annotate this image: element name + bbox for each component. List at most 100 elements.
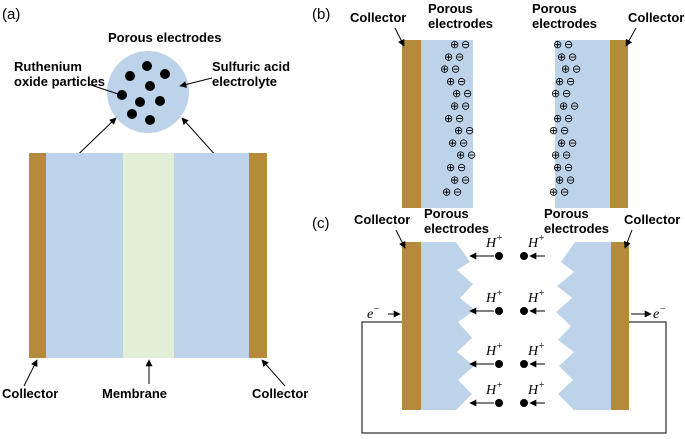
collector-left-c <box>402 242 421 410</box>
minus-circle-icon: ⊖ <box>459 137 468 149</box>
minus-circle-icon: ⊖ <box>461 39 470 51</box>
minus-circle-icon: ⊖ <box>457 76 466 88</box>
plus-circle-icon: ⊕ <box>454 125 463 137</box>
plus-circle-icon: ⊕ <box>450 174 459 186</box>
porous-right-label-c-line2: electrodes <box>544 221 609 236</box>
ion-dot <box>495 399 503 407</box>
collector-right-label-c: Collector <box>624 212 680 227</box>
minus-circle-icon: ⊖ <box>572 64 581 76</box>
ion-dot <box>495 252 503 260</box>
electrode-right-c <box>556 242 611 410</box>
plus-circle-icon: ⊕ <box>553 39 562 51</box>
minus-circle-icon: ⊖ <box>562 88 571 100</box>
minus-circle-icon: ⊖ <box>467 150 476 162</box>
collector-right-b <box>610 40 628 208</box>
collector-right-pointer-b <box>625 27 637 47</box>
minus-circle-icon: ⊖ <box>566 76 575 88</box>
membrane-label: Membrane <box>102 386 167 401</box>
cell-electrolyte-left <box>46 153 123 358</box>
hydrogen-ion-label: H+ <box>485 288 503 306</box>
collector-left-pointer <box>23 359 38 387</box>
hydrogen-ion-label: H+ <box>485 233 503 251</box>
porous-left-label-c-line2: electrodes <box>424 221 489 236</box>
minus-circle-icon: ⊖ <box>566 174 575 186</box>
collector-left-b <box>402 40 421 208</box>
ion-dot <box>495 307 503 315</box>
plus-circle-icon: ⊕ <box>559 101 568 113</box>
charge-pairs-right: ⊕⊖⊕⊖⊕⊖⊕⊖⊕⊖⊕⊖⊕⊖⊕⊖⊕⊖⊕⊖⊕⊖⊕⊖⊕⊖ <box>549 39 581 199</box>
minus-circle-icon: ⊖ <box>568 137 577 149</box>
particle-dot <box>135 97 145 107</box>
electrode-right-b <box>555 40 610 208</box>
plus-circle-icon: ⊕ <box>440 64 449 76</box>
collector-right-label-b: Collector <box>628 10 684 25</box>
collector-left-label-b: Collector <box>350 10 406 25</box>
porous-left-label-b-line2: electrodes <box>428 16 493 31</box>
plus-circle-icon: ⊕ <box>555 174 564 186</box>
minus-circle-icon: ⊖ <box>560 125 569 137</box>
panel-a: (a) Porous electrodes Ruthenium oxide pa… <box>2 6 308 401</box>
electron-right-label: e− <box>653 304 666 322</box>
minus-circle-icon: ⊖ <box>457 162 466 174</box>
plus-circle-icon: ⊕ <box>450 39 459 51</box>
minus-circle-icon: ⊖ <box>568 51 577 63</box>
porous-right-label-c-line1: Porous <box>544 206 589 221</box>
plus-circle-icon: ⊕ <box>553 113 562 125</box>
minus-circle-icon: ⊖ <box>564 39 573 51</box>
minus-circle-icon: ⊖ <box>463 88 472 100</box>
minus-circle-icon: ⊖ <box>455 51 464 63</box>
porous-right-label-b-line1: Porous <box>532 1 577 16</box>
collector-left-a <box>29 153 46 358</box>
ruthenium-label-line1: Ruthenium <box>14 59 82 74</box>
collector-right-c <box>611 242 629 410</box>
collector-right-label-a: Collector <box>252 386 308 401</box>
plus-circle-icon: ⊕ <box>551 150 560 162</box>
electron-left-label: e− <box>367 304 380 322</box>
hydrogen-ion-label: H+ <box>527 341 545 359</box>
particle-dot <box>155 96 165 106</box>
electrolyte-pointer-arrow <box>179 77 213 88</box>
electrolyte-label-line1: Sulfuric acid <box>212 59 290 74</box>
membrane <box>123 153 174 358</box>
hydrogen-ion-label: H+ <box>527 380 545 398</box>
hydrogen-ion-label: H+ <box>485 380 503 398</box>
minus-circle-icon: ⊖ <box>451 64 460 76</box>
plus-circle-icon: ⊕ <box>549 187 558 199</box>
particle-dot <box>127 109 137 119</box>
minus-circle-icon: ⊖ <box>461 101 470 113</box>
ruthenium-label-line2: oxide particles <box>14 74 105 89</box>
minus-circle-icon: ⊖ <box>564 162 573 174</box>
collector-right-a <box>249 153 267 358</box>
plus-circle-icon: ⊕ <box>557 51 566 63</box>
collector-left-pointer-c <box>395 229 406 249</box>
hydrogen-ion-label: H+ <box>527 233 545 251</box>
plus-circle-icon: ⊕ <box>446 162 455 174</box>
plus-circle-icon: ⊕ <box>555 76 564 88</box>
plus-circle-icon: ⊕ <box>452 88 461 100</box>
ion-dot <box>520 360 528 368</box>
collector-right-pointer-c <box>624 229 633 249</box>
plus-circle-icon: ⊕ <box>456 150 465 162</box>
ion-dot <box>495 360 503 368</box>
plus-circle-icon: ⊕ <box>557 137 566 149</box>
cell-electrolyte-right <box>174 153 249 358</box>
panel-c-label: (c) <box>312 215 330 232</box>
ion-dot <box>520 252 528 260</box>
electrolyte-label-line2: electrolyte <box>212 74 277 89</box>
porous-electrodes-label: Porous electrodes <box>108 30 221 45</box>
ruthenium-oxide-particles <box>117 61 170 125</box>
plus-circle-icon: ⊕ <box>448 137 457 149</box>
charge-pairs-left: ⊕⊖⊕⊖⊕⊖⊕⊖⊕⊖⊕⊖⊕⊖⊕⊖⊕⊖⊕⊖⊕⊖⊕⊖⊕⊖ <box>440 39 476 199</box>
panel-a-label: (a) <box>2 6 20 23</box>
porous-left-label-c-line1: Porous <box>424 206 469 221</box>
minus-circle-icon: ⊖ <box>465 125 474 137</box>
plus-circle-icon: ⊕ <box>553 162 562 174</box>
panel-c: (c) H+ H+ H+ H+ H+ H+ H+ H+ e− e− Collector Por… <box>312 206 680 434</box>
particles-pointer-arrow <box>87 83 125 98</box>
minus-circle-icon: ⊖ <box>461 174 470 186</box>
electrode-left-b <box>421 40 473 208</box>
hydrogen-ion-label: H+ <box>527 288 545 306</box>
minus-circle-icon: ⊖ <box>570 101 579 113</box>
hydrogen-ion-label: H+ <box>485 341 503 359</box>
porous-left-label-b-line1: Porous <box>428 1 473 16</box>
